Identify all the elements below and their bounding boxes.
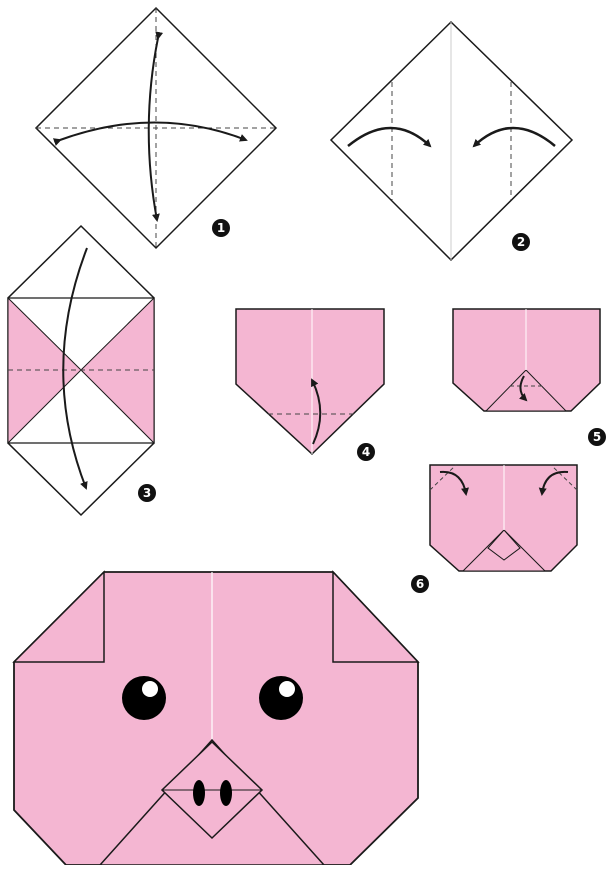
step-1-diagram: 1 — [36, 8, 276, 248]
pig-left-eye — [122, 676, 166, 720]
step-6-diagram: 6 — [411, 465, 577, 593]
step-4-number: 4 — [362, 445, 370, 459]
pig-left-nostril — [193, 780, 205, 806]
pig-right-ear — [333, 572, 418, 662]
step-6-number-badge: 6 — [411, 575, 429, 593]
step-5-diagram: 5 — [453, 309, 606, 446]
step-2-number: 2 — [517, 235, 525, 249]
step-2-number-badge: 2 — [512, 233, 530, 251]
pig-left-ear — [14, 572, 104, 662]
step-3-diagram: 3 — [8, 226, 156, 515]
step-5-number-badge: 5 — [588, 428, 606, 446]
step-4-number-badge: 4 — [357, 443, 375, 461]
pig-right-eye — [259, 676, 303, 720]
step-4-diagram: 4 — [236, 309, 384, 461]
step-5-number: 5 — [593, 430, 601, 444]
step-3-number: 3 — [143, 486, 151, 500]
step-3-number-badge: 3 — [138, 484, 156, 502]
pig-right-nostril — [220, 780, 232, 806]
step-2-diagram: 2 — [331, 22, 572, 260]
final-pig-face — [14, 572, 418, 865]
step-4-pink-paper — [236, 309, 384, 454]
step-1-number-badge: 1 — [212, 219, 230, 237]
step-6-number: 6 — [416, 577, 424, 591]
step-1-number: 1 — [217, 221, 225, 235]
